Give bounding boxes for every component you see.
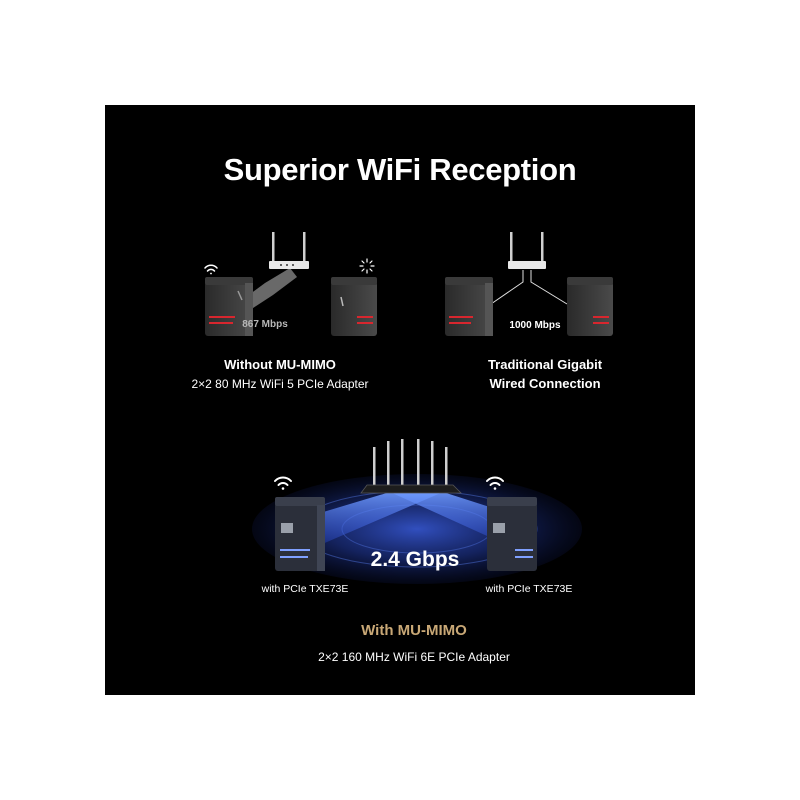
wired-speed: 1000 Mbps xyxy=(509,320,561,331)
left-beam xyxy=(300,492,443,545)
wired-subtitle: Wired Connection xyxy=(489,376,601,391)
loading-spinner-icon xyxy=(359,258,375,274)
feature-panel: Superior WiFi Reception 867 Mbps 1000 Mb… xyxy=(105,105,695,695)
wifi-icon xyxy=(204,264,218,275)
right-adapter-label: with PCIe TXE73E xyxy=(485,583,573,595)
mumimo-caption: With MU-MIMO xyxy=(361,622,467,639)
mumimo-subtitle: 2×2 160 MHz WiFi 6E PCIe Adapter xyxy=(318,650,510,664)
without-mumimo-caption: Without MU-MIMO xyxy=(224,357,336,372)
router-icon xyxy=(508,232,546,269)
left-adapter-label: with PCIe TXE73E xyxy=(261,583,349,595)
illustration-layer xyxy=(204,232,613,584)
pc-tower-icon xyxy=(331,277,377,336)
without-mumimo-diagram xyxy=(204,232,377,336)
page-title: Superior WiFi Reception xyxy=(223,152,577,187)
pc-tower-icon xyxy=(445,277,493,336)
without-mumimo-subtitle: 2×2 80 MHz WiFi 5 PCIe Adapter xyxy=(191,377,369,391)
pc-tower-icon xyxy=(487,497,537,571)
wifi-icon xyxy=(486,476,504,490)
pc-tower-icon xyxy=(205,277,253,336)
wifi-icon xyxy=(274,476,292,490)
mumimo-speed: 2.4 Gbps xyxy=(370,548,460,571)
mumimo-diagram xyxy=(252,439,582,584)
pc-tower-icon xyxy=(275,497,325,571)
pc-tower-icon xyxy=(567,277,613,336)
without-mumimo-speed: 867 Mbps xyxy=(242,319,288,330)
wired-caption: Traditional Gigabit xyxy=(487,357,603,372)
wired-diagram xyxy=(445,232,613,336)
weak-beam xyxy=(242,268,297,310)
router-icon xyxy=(360,439,462,494)
router-icon xyxy=(269,232,309,269)
